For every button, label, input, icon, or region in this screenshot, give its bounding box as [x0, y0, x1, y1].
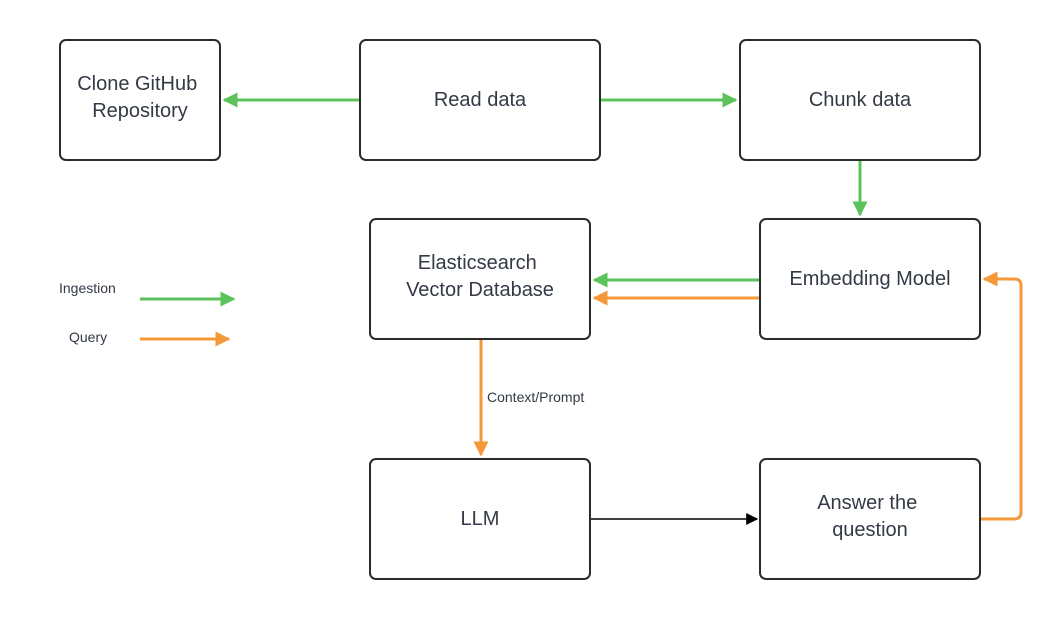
node-answer-label: Answer the question — [817, 492, 923, 541]
node-chunk-data[interactable]: Chunk data — [739, 39, 981, 161]
edge-answer-to-embedding — [980, 271, 1023, 521]
node-llm[interactable]: LLM — [369, 458, 591, 580]
node-embedding-model[interactable]: Embedding Model — [759, 218, 981, 340]
node-embedding-model-label: Embedding Model — [789, 268, 950, 290]
node-read-data-label: Read data — [434, 89, 527, 111]
node-clone-repo[interactable]: Clone GitHub Repository — [59, 39, 221, 161]
node-elasticsearch-label: Elasticsearch Vector Database — [406, 252, 554, 301]
edges — [222, 92, 1023, 525]
node-elasticsearch[interactable]: Elasticsearch Vector Database — [369, 218, 591, 340]
legend: Ingestion Query — [59, 280, 236, 347]
edge-label-context-prompt: Context/Prompt — [487, 389, 584, 405]
legend-ingestion-label: Ingestion — [59, 280, 116, 296]
node-llm-label: LLM — [461, 508, 500, 530]
legend-query-label: Query — [69, 329, 107, 345]
node-read-data[interactable]: Read data — [359, 39, 601, 161]
node-chunk-data-label: Chunk data — [809, 89, 912, 111]
node-clone-repo-label: Clone GitHub Repository — [77, 73, 203, 122]
node-answer[interactable]: Answer the question — [759, 458, 981, 580]
